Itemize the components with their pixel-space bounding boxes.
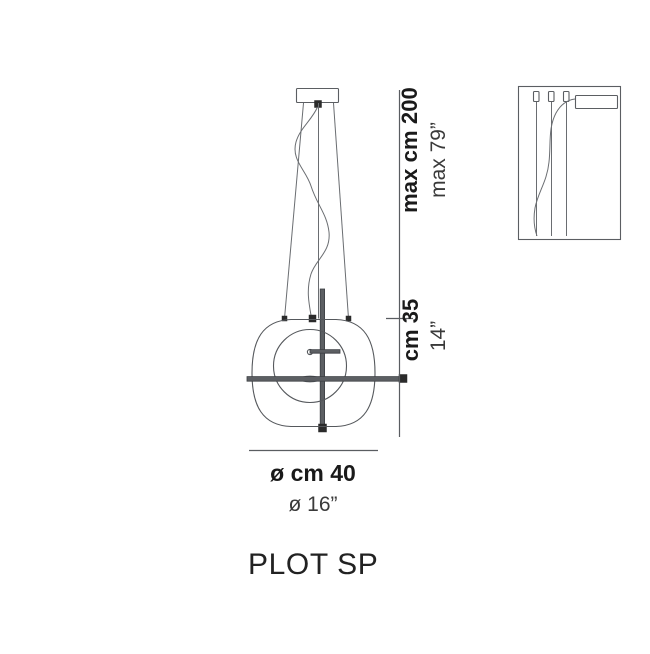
sphere-diffuser bbox=[272, 328, 348, 404]
central-support-rod bbox=[318, 288, 327, 433]
dimension-label-shade-height-cm: cm 35 bbox=[398, 298, 423, 362]
horizontal-cross-rod bbox=[246, 374, 408, 383]
dimension-label-diameter-in: ø 16” bbox=[288, 493, 338, 516]
lamp-shade-outline bbox=[251, 318, 376, 428]
dimension-line-height bbox=[386, 90, 413, 437]
canopy-detail-view bbox=[517, 85, 622, 241]
dimension-label-shade-height-in: 14” bbox=[427, 320, 450, 352]
power-cord bbox=[294, 106, 330, 319]
ceiling-canopy bbox=[295, 87, 340, 108]
cable-end-fittings bbox=[281, 314, 352, 323]
product-name: PLOT SP bbox=[248, 548, 379, 581]
suspension-cables bbox=[284, 102, 349, 319]
dimension-label-max-height-cm: max cm 200 bbox=[397, 87, 422, 213]
dimension-label-diameter-cm: ø cm 40 bbox=[270, 460, 356, 486]
dimension-label-max-height-in: max 79” bbox=[427, 122, 450, 198]
